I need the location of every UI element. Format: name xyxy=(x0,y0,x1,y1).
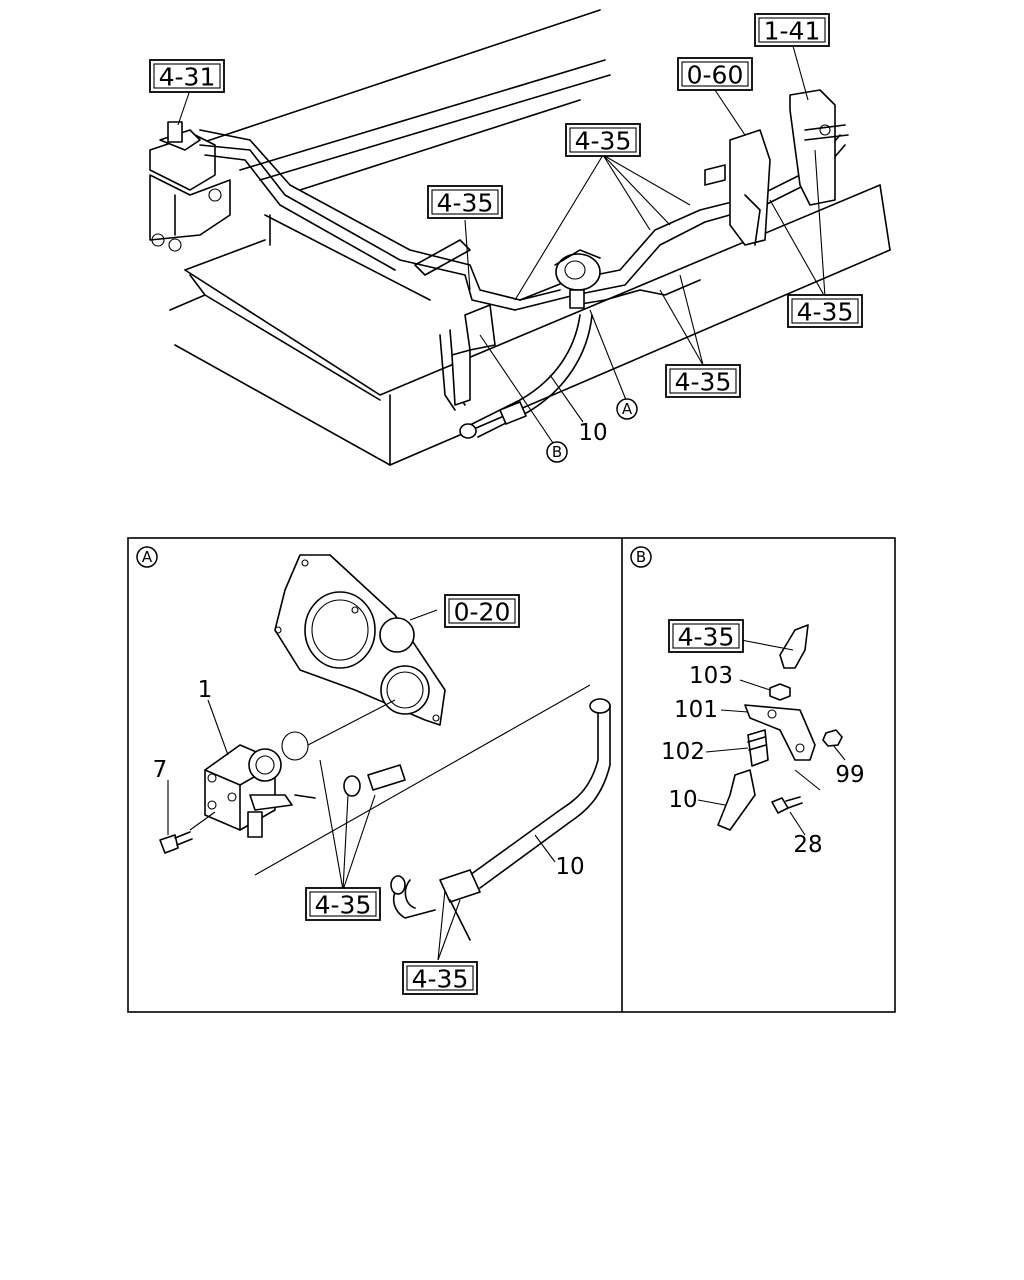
hose-end-10 xyxy=(717,769,756,831)
ref-label: 4-35 xyxy=(315,891,372,920)
part-number-99: 99 xyxy=(835,762,864,788)
ref-label: 0-60 xyxy=(687,61,744,90)
detail-b-callout: B xyxy=(630,546,652,568)
overview-drawing xyxy=(149,9,891,466)
ref-label: 4-31 xyxy=(159,63,216,92)
gasket-plate xyxy=(274,554,446,726)
detail-a-leaders xyxy=(167,609,591,961)
detail-frame xyxy=(127,537,896,1013)
nut-103 xyxy=(769,683,791,701)
ref-label: 4-35 xyxy=(412,965,469,994)
overview-leaders xyxy=(177,45,826,444)
brake-valve xyxy=(149,121,231,252)
o-ring xyxy=(281,731,309,761)
ref-box-4-35-center: 4-35 xyxy=(565,123,641,157)
callout-b-marker: B xyxy=(546,441,568,463)
ref-box-0-60: 0-60 xyxy=(677,57,753,91)
detail-b-leaders xyxy=(697,639,846,836)
ref-label: 4-35 xyxy=(678,623,735,652)
nut-99 xyxy=(822,729,843,747)
part-number-101: 101 xyxy=(674,697,718,723)
detail-b-panel: B xyxy=(630,546,865,858)
detail-a-panel: A xyxy=(136,546,611,995)
hose-10 xyxy=(390,698,611,941)
part-number-1: 1 xyxy=(198,677,213,703)
ref-box-1-41: 1-41 xyxy=(754,13,830,47)
callout-a-label: A xyxy=(142,548,153,566)
ref-box-4-35: 4-35 xyxy=(668,619,744,653)
ref-label: 4-35 xyxy=(797,298,854,327)
ref-label: 4-35 xyxy=(675,368,732,397)
part-number-102: 102 xyxy=(661,739,705,765)
sleeve xyxy=(343,775,361,797)
bracket-1-41 xyxy=(789,89,849,206)
callout-a-marker: A xyxy=(616,398,638,420)
detail-a-callout: A xyxy=(136,546,158,568)
ref-box-4-35-right: 4-35 xyxy=(787,294,863,328)
ref-label: 0-20 xyxy=(454,598,511,627)
bracket-101 xyxy=(744,704,816,761)
cap xyxy=(779,624,809,669)
ref-label: 1-41 xyxy=(764,17,821,46)
part-number-10: 10 xyxy=(668,787,697,813)
part-number-10: 10 xyxy=(555,854,584,880)
ref-box-4-35-top: 4-35 xyxy=(427,185,503,219)
ref-label: 4-35 xyxy=(437,189,494,218)
hose-10 xyxy=(439,304,593,439)
ref-box-4-35-bottom: 4-35 xyxy=(402,961,478,995)
ref-box-4-31: 4-31 xyxy=(149,59,225,93)
part-number-28: 28 xyxy=(793,832,822,858)
ref-box-4-35-lower: 4-35 xyxy=(665,364,741,398)
bolt-28 xyxy=(771,796,803,814)
ref-label: 4-35 xyxy=(575,127,632,156)
part-number-7: 7 xyxy=(153,757,168,783)
pump xyxy=(204,744,316,838)
callout-b-label: B xyxy=(552,443,562,461)
ref-box-4-35-left: 4-35 xyxy=(305,887,381,921)
callout-b-label: B xyxy=(636,548,646,566)
pump-assembly xyxy=(554,249,601,309)
part-number-103: 103 xyxy=(689,663,733,689)
part-number-10: 10 xyxy=(578,420,607,446)
ref-box-0-20: 0-20 xyxy=(444,594,520,628)
frame-rails xyxy=(169,9,891,466)
hose-piece xyxy=(367,764,406,791)
bracket-0-60 xyxy=(704,129,771,246)
callout-a-label: A xyxy=(622,400,633,418)
bolt-7 xyxy=(159,831,193,854)
